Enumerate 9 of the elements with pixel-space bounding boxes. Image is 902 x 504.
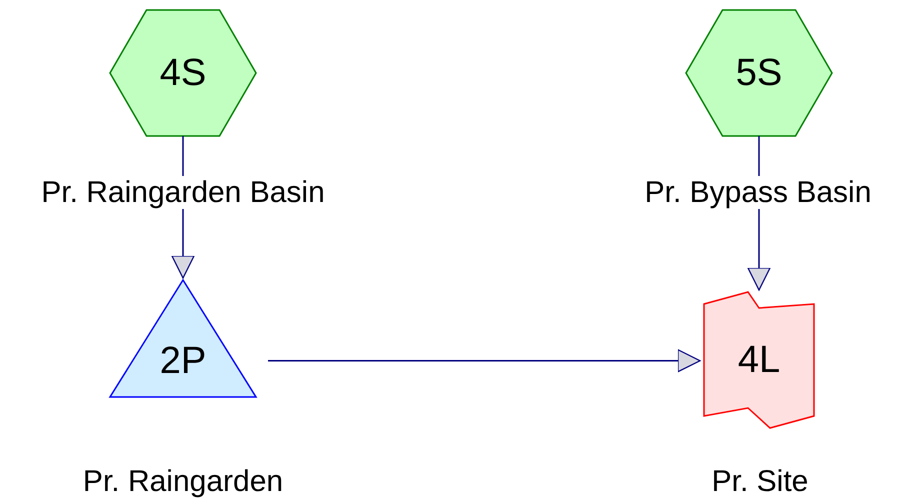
node-id: 4L <box>736 341 782 379</box>
triangle-node <box>110 280 256 397</box>
node-id: 5S <box>734 54 784 92</box>
hexagon-node <box>110 10 256 136</box>
node-id: 2P <box>158 342 208 380</box>
node-id: 4S <box>158 54 208 92</box>
arrow <box>268 349 701 372</box>
reach-node <box>704 292 814 428</box>
hexagon-node <box>686 10 832 136</box>
